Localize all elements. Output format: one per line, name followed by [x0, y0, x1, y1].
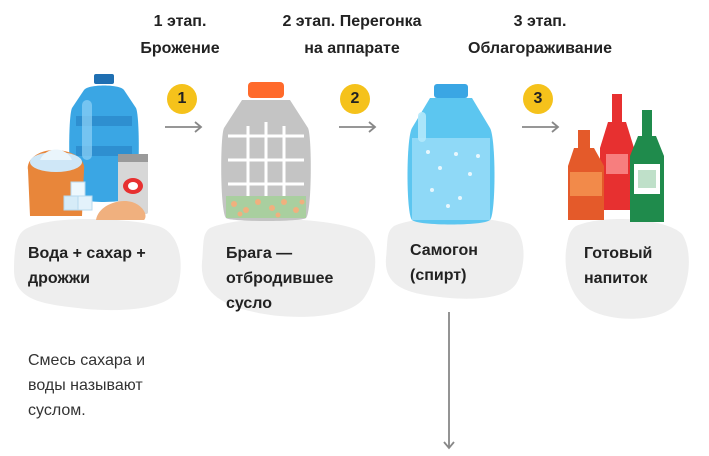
- stage-2-title: 2 этап. Перегонка: [282, 13, 422, 30]
- node-2-line-2: отбродившее: [226, 270, 334, 287]
- node-4-blob: [565, 219, 689, 319]
- stage-1-label: 1 этап. Брожение: [120, 8, 240, 62]
- samogon-jar-illustration: [407, 84, 495, 225]
- stage-3-arrow: [522, 121, 560, 133]
- stage-3-badge: 3: [523, 84, 553, 114]
- note-text: Смесь сахара и воды называют суслом.: [28, 348, 145, 423]
- node-1-line-1: Вода + сахар +: [28, 245, 146, 262]
- stage-3-subtitle: Облагораживание: [468, 40, 612, 57]
- yeast-pile-icon: [96, 200, 146, 220]
- water-sugar-yeast-illustration: [27, 74, 148, 220]
- samogon-jar-icon: [407, 84, 495, 225]
- stage-2-badge: 2: [340, 84, 370, 114]
- brown-bottle-icon: [568, 130, 604, 220]
- node-2-blob: [201, 219, 376, 317]
- node-1-blob: [14, 219, 181, 311]
- stage-3-title: 3 этап.: [513, 13, 567, 30]
- red-bottle-icon: [600, 94, 634, 210]
- node-1-line-2: дрожжи: [28, 270, 91, 287]
- stage-3-label: 3 этап. Облагораживание: [450, 8, 630, 62]
- node-4-line-1: Готовый: [584, 245, 653, 262]
- stage-2-label: 2 этап. Перегонка на аппарате: [262, 8, 442, 62]
- ready-drink-illustration: [568, 94, 664, 222]
- down-arrow: [443, 312, 455, 450]
- stage-2-subtitle: на аппарате: [304, 40, 400, 57]
- note-line-2: воды называют: [28, 377, 143, 394]
- stage-1-subtitle: Брожение: [140, 40, 220, 57]
- braga-jar-icon: [221, 82, 311, 221]
- stage-1-title: 1 этап.: [153, 13, 207, 30]
- sugar-cubes-icon: [63, 181, 93, 211]
- node-3-blob: [385, 217, 524, 299]
- note-line-1: Смесь сахара и: [28, 352, 146, 369]
- node-2-line-1: Брага —: [226, 245, 293, 262]
- node-3-text: Самогон (спирт): [410, 238, 520, 288]
- braga-jar-illustration: [221, 82, 311, 221]
- note-line-3: суслом.: [28, 402, 86, 419]
- node-1-text: Вода + сахар + дрожжи: [28, 241, 188, 291]
- yeast-packet-icon: [118, 154, 148, 214]
- node-4-text: Готовый напиток: [584, 241, 684, 291]
- node-3-line-2: (спирт): [410, 267, 467, 284]
- stage-2-arrow: [339, 121, 377, 133]
- node-2-text: Брага — отбродившее сусло: [226, 241, 376, 316]
- stage-1-arrow: [165, 121, 203, 133]
- stage-1-badge: 1: [167, 84, 197, 114]
- node-4-line-2: напиток: [584, 270, 648, 287]
- node-3-line-1: Самогон: [410, 242, 478, 259]
- node-2-line-3: сусло: [226, 295, 273, 312]
- green-bottle-icon: [630, 110, 664, 222]
